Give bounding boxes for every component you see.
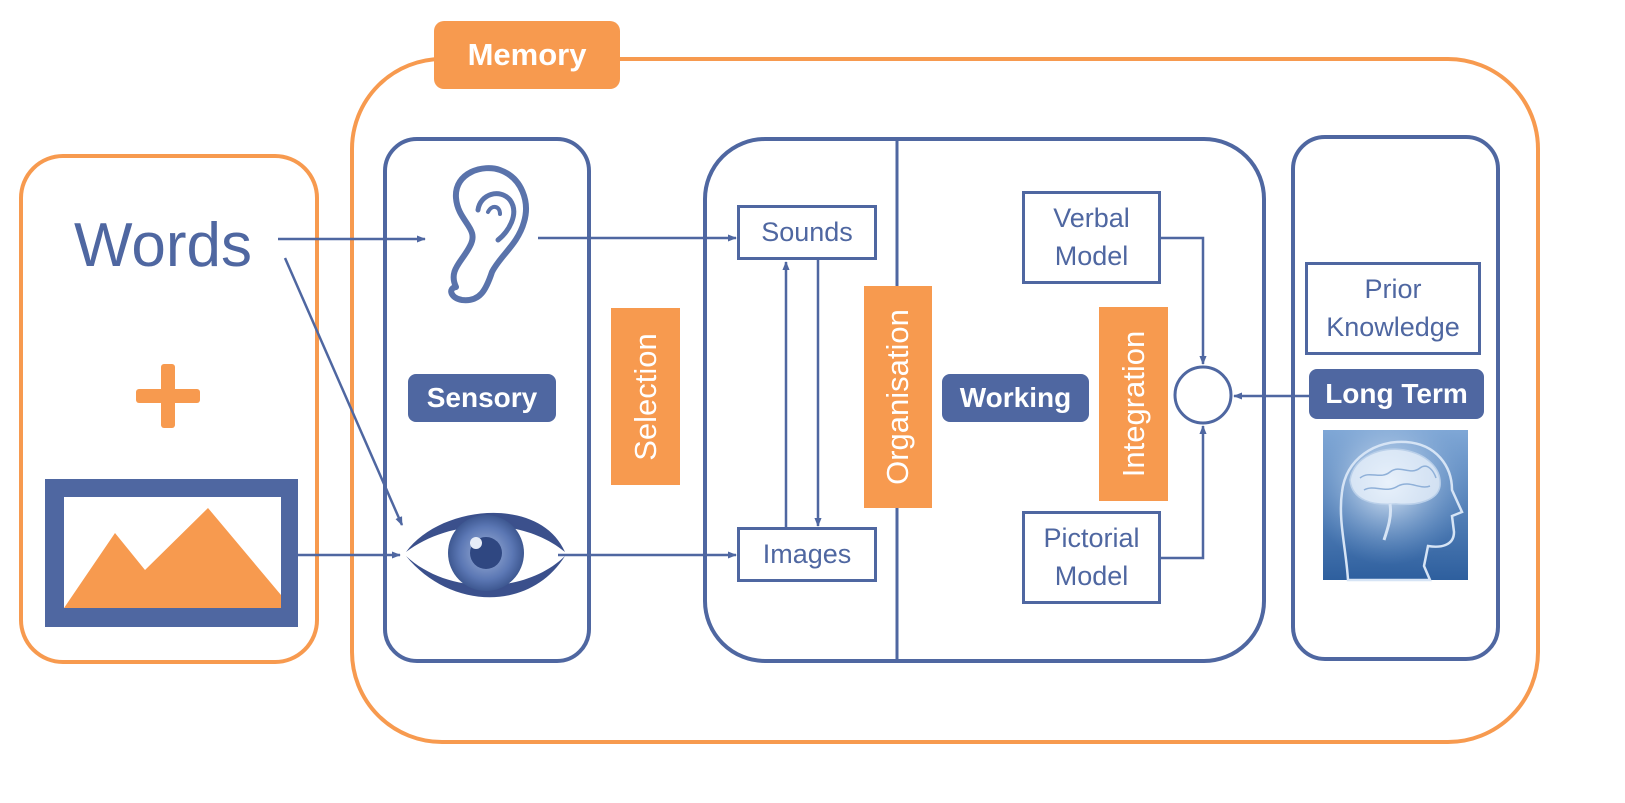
integration-node xyxy=(1173,365,1233,425)
arrow-words-to-eye xyxy=(283,257,404,526)
organisation-label: Organisation xyxy=(864,286,932,508)
organisation-text: Organisation xyxy=(880,309,915,485)
arrow-pictorial-to-node xyxy=(1161,425,1207,560)
sensory-label: Sensory xyxy=(408,374,556,422)
images-box: Images xyxy=(737,527,877,582)
eye-icon xyxy=(406,512,565,598)
prior-knowledge-box: Prior Knowledge xyxy=(1305,262,1481,355)
memory-title: Memory xyxy=(434,21,620,89)
integration-label: Integration xyxy=(1099,307,1168,501)
long-term-label: Long Term xyxy=(1309,369,1484,419)
arrow-verbal-to-node xyxy=(1161,236,1207,365)
ear-icon xyxy=(448,165,529,304)
integration-text: Integration xyxy=(1115,330,1151,478)
memory-panel xyxy=(350,57,1540,744)
pictorial-model-box: Pictorial Model xyxy=(1022,511,1161,604)
verbal-model-box: Verbal Model xyxy=(1022,191,1161,284)
mountain-picture-icon xyxy=(45,479,298,627)
long-term-panel xyxy=(1291,135,1500,661)
brain-head-icon xyxy=(1323,430,1468,582)
sounds-box: Sounds xyxy=(737,205,877,260)
working-panel xyxy=(703,137,1266,663)
selection-label: Selection xyxy=(611,308,680,485)
sensory-panel xyxy=(383,137,591,663)
plus-icon xyxy=(136,364,200,428)
working-label: Working xyxy=(942,374,1089,422)
input-panel xyxy=(19,154,319,664)
selection-text: Selection xyxy=(627,332,663,461)
words-label: Words xyxy=(74,211,253,280)
